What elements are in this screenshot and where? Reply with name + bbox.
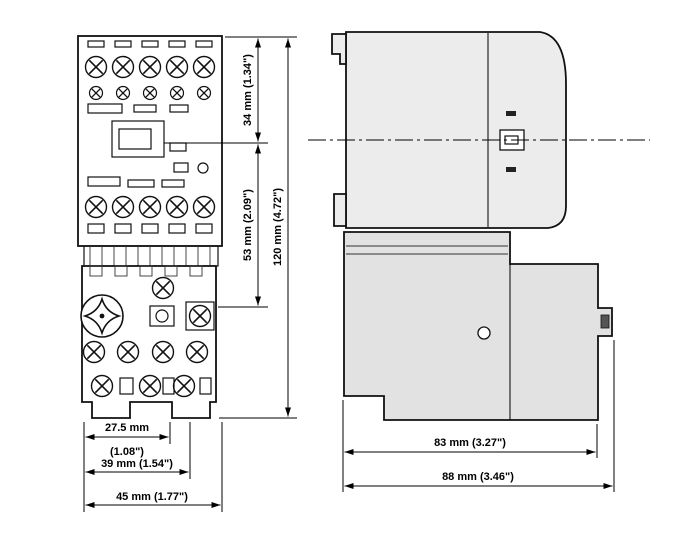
front-view (77, 35, 223, 419)
dim-45mm-label: 45 mm (1.77") (116, 491, 188, 503)
din-rail-clip-top (331, 33, 347, 65)
screw-terminal-icon (138, 195, 162, 219)
screw-terminal-icon (116, 340, 140, 364)
test-button (149, 305, 175, 327)
marker-tick-top (506, 111, 516, 116)
screw-terminal-icon (172, 374, 196, 398)
coil-window (111, 120, 165, 158)
screw-terminal-icon (88, 85, 104, 101)
dim-83mm-label: 83 mm (3.27") (434, 437, 506, 449)
screw-terminal-icon (196, 85, 212, 101)
dim-53mm-label: 53 mm (2.09") (242, 189, 254, 261)
screw-terminal-icon (151, 340, 175, 364)
dim-88mm-label: 88 mm (3.46") (442, 471, 514, 483)
relay-side-hole (477, 326, 491, 340)
dim-34mm-label: 34 mm (1.34") (242, 54, 254, 126)
screw-terminal-icon (185, 340, 209, 364)
relay-side-body (343, 231, 613, 421)
screw-terminal-icon (138, 374, 162, 398)
side-view-dimensions: 83 mm (3.27") 88 mm (3.46") (342, 340, 615, 492)
front-panel-details (87, 103, 209, 188)
screw-terminal-icon (165, 55, 189, 79)
screw-terminal-icon (90, 374, 114, 398)
relay-top-comb (89, 265, 203, 277)
terminal-slots-top (87, 40, 213, 48)
aux-terminal-detail (600, 314, 610, 329)
screw-terminal-icon (82, 340, 106, 364)
terminal-slots-bottom (87, 223, 213, 234)
screw-terminal-icon (192, 195, 216, 219)
screw-terminal-icon (188, 304, 212, 328)
indicator-hole (197, 162, 209, 174)
relay-screws-bottom (90, 374, 212, 398)
screw-terminal-icon (192, 55, 216, 79)
marker-tick-bottom (506, 167, 516, 172)
current-adjust-dial-icon (80, 294, 124, 338)
screw-terminal-icon (111, 195, 135, 219)
dim-120mm-label: 120 mm (4.72") (272, 188, 284, 266)
side-view (308, 31, 650, 421)
dim-27-5mm-inch-label: (1.08") (110, 446, 144, 458)
overload-relay-front (80, 265, 217, 419)
screw-terminal-icon (169, 85, 185, 101)
dim-39mm-label: 39 mm (1.54") (101, 458, 173, 470)
screw-terminal-icon (111, 55, 135, 79)
screw-terminal-icon (138, 55, 162, 79)
screw-terminal-icon (115, 85, 131, 101)
contactor-side-body (345, 31, 567, 229)
screw-terminal-icon (165, 195, 189, 219)
screw-terminal-icon (84, 55, 108, 79)
front-view-dimensions: 34 mm (1.34") 53 mm (2.09") 120 mm (4.72… (83, 36, 297, 512)
connector-pins-zone (83, 245, 219, 267)
screw-terminal-icon (151, 276, 175, 300)
screw-terminal-icon (142, 85, 158, 101)
din-rail-clip-bottom (333, 193, 347, 227)
screw-terminal-icon (84, 195, 108, 219)
dim-27-5mm-label: 27.5 mm (105, 422, 149, 434)
